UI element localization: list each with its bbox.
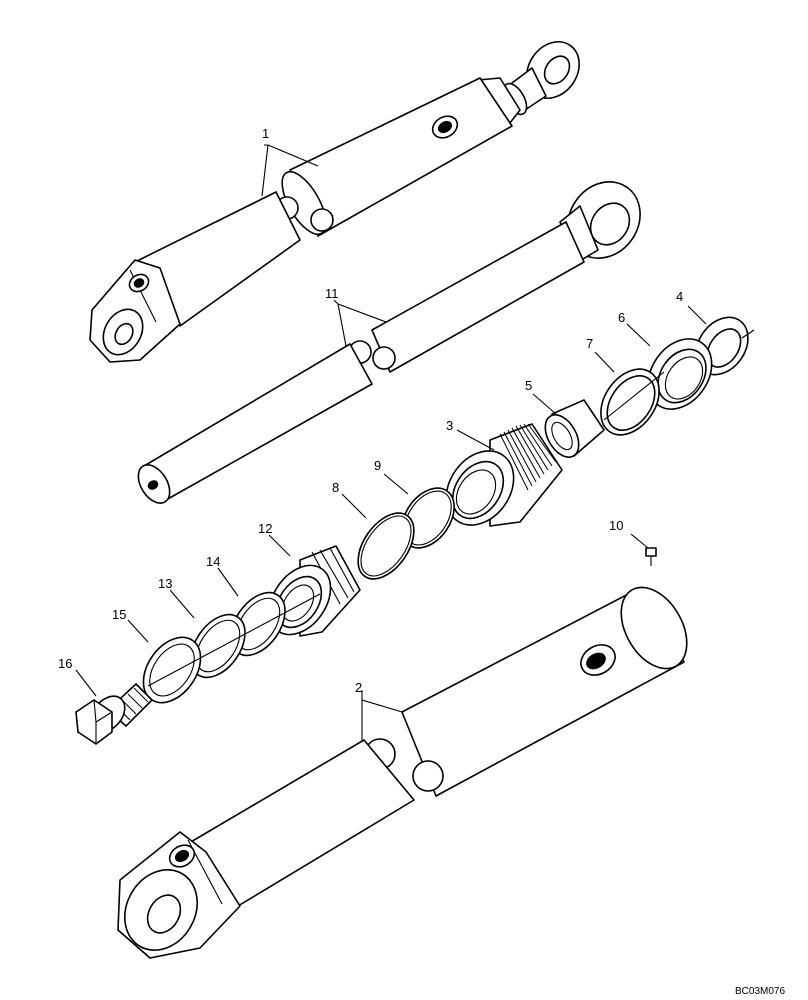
callout-12: 12	[258, 521, 272, 536]
callout-2: 2	[355, 680, 362, 695]
o-ring-part-8	[357, 512, 415, 580]
leader-lines	[75, 144, 707, 742]
piston-rod-part-11	[137, 181, 641, 504]
bleed-screw-part-10	[645, 547, 657, 566]
callout-5: 5	[525, 378, 532, 393]
callout-13: 13	[158, 576, 172, 591]
callout-7: 7	[586, 336, 593, 351]
callout-11: 11	[325, 286, 339, 301]
piston-part-12	[268, 545, 361, 637]
callout-6: 6	[618, 310, 625, 325]
bolt-part-16	[75, 683, 153, 745]
wear-ring-part-13	[190, 613, 246, 679]
reference-code: BC03M076	[735, 986, 785, 997]
callout-1: 1	[262, 126, 269, 141]
callout-labels: 1 11 4 6 7 5 3 9 8 10 12 14 13 15 16 2	[58, 126, 683, 695]
callout-10: 10	[609, 518, 623, 533]
callout-8: 8	[332, 480, 339, 495]
wear-ring-part-15	[142, 636, 202, 704]
barrel-part-2	[117, 586, 688, 959]
gland-head-part-3	[445, 423, 563, 527]
cylinder-assembly-part-1	[89, 41, 580, 363]
bushing-part-5	[544, 399, 605, 458]
rod-seal-part-6	[647, 338, 713, 410]
callout-3: 3	[446, 418, 453, 433]
callout-16: 16	[58, 656, 72, 671]
o-ring-part-9	[401, 487, 455, 549]
callout-15: 15	[112, 607, 126, 622]
callout-4: 4	[676, 289, 683, 304]
callout-9: 9	[374, 458, 381, 473]
callout-14: 14	[206, 554, 220, 569]
centre-axis-line	[147, 593, 321, 687]
backup-ring-part-7	[600, 368, 665, 436]
